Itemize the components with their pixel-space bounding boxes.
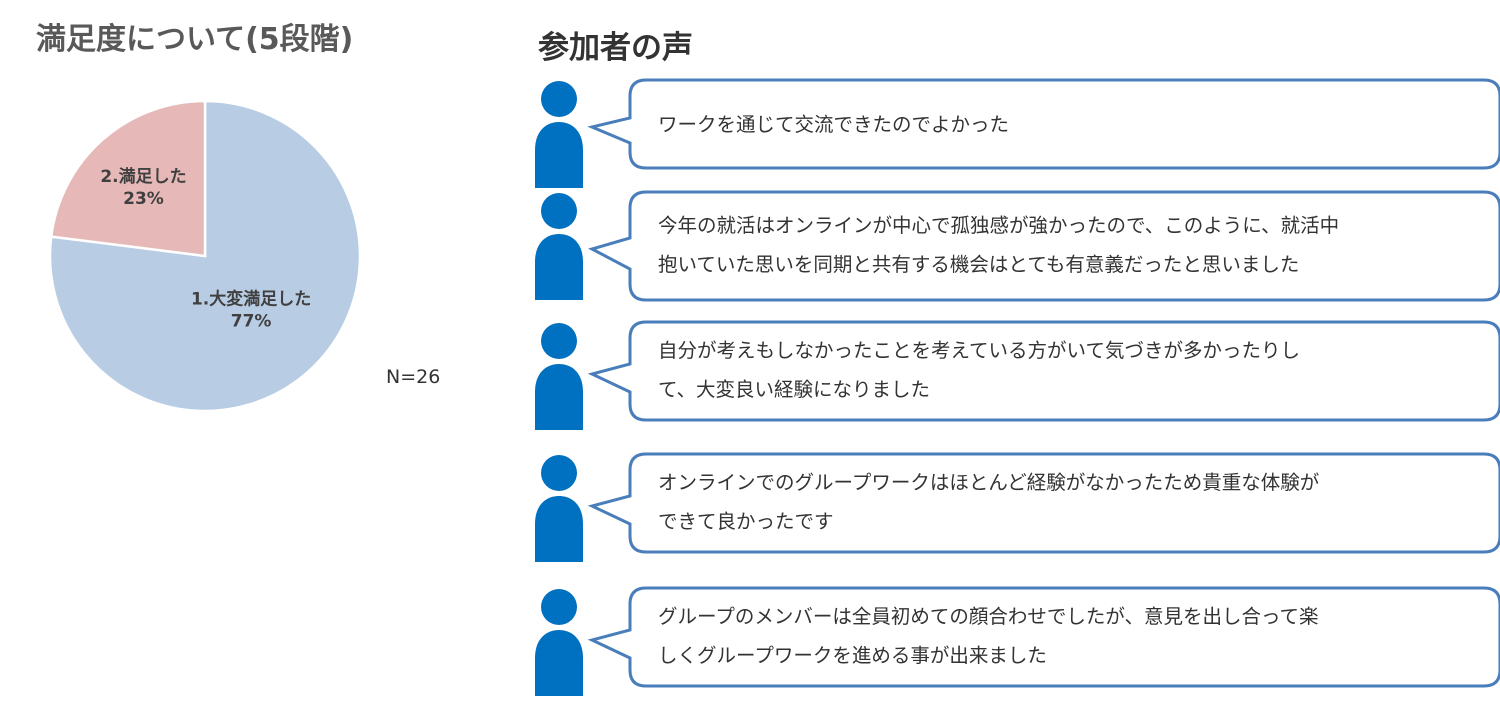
speech-bubble bbox=[587, 320, 1500, 422]
voice-item: 自分が考えもしなかったことを考えている方がいて気づきが多かったりし て、大変良い… bbox=[530, 320, 1500, 440]
voice-item: グループのメンバーは全員初めての顔合わせでしたが、意見を出し合って楽 しくグルー… bbox=[530, 586, 1500, 706]
voice-comment-text: 自分が考えもしなかったことを考えている方がいて気づきが多かったりし て、大変良い… bbox=[658, 339, 1300, 401]
sample-size-note: N=26 bbox=[386, 366, 441, 388]
voice-item: オンラインでのグループワークはほとんど経験がなかったため貴重な体験が できて良か… bbox=[530, 452, 1500, 572]
speech-bubble bbox=[587, 78, 1500, 170]
speech-bubble bbox=[587, 586, 1500, 688]
voice-item: ワークを通じて交流できたのでよかった bbox=[530, 78, 1500, 198]
person-icon bbox=[535, 455, 583, 562]
voice-comment-text: 今年の就活はオンラインが中心で孤独感が強かったので、このように、就活中 抱いてい… bbox=[658, 214, 1340, 276]
person-icon bbox=[535, 193, 583, 300]
slice-percent: 77% bbox=[231, 311, 272, 331]
voices-title: 参加者の声 bbox=[538, 30, 693, 66]
voice-comment-text: グループのメンバーは全員初めての顔合わせでしたが、意見を出し合って楽 しくグルー… bbox=[658, 605, 1319, 667]
voice-comment-text: オンラインでのグループワークはほとんど経験がなかったため貴重な体験が できて良か… bbox=[658, 471, 1320, 533]
person-icon bbox=[535, 81, 583, 188]
slice-category: 1.大変満足した bbox=[191, 288, 311, 309]
slice-category: 2.満足した bbox=[100, 166, 186, 187]
speech-bubble bbox=[588, 190, 1500, 302]
person-icon bbox=[535, 589, 583, 696]
pie-slice-2 bbox=[49, 99, 207, 258]
voice-comment-text: ワークを通じて交流できたのでよかった bbox=[658, 113, 1010, 136]
speech-bubble bbox=[587, 452, 1500, 554]
pie-slice-1 bbox=[48, 99, 362, 413]
slice-percent: 23% bbox=[123, 189, 164, 209]
voice-item: 今年の就活はオンラインが中心で孤独感が強かったので、このように、就活中 抱いてい… bbox=[530, 190, 1500, 310]
chart-title: 満足度について(5段階) bbox=[36, 22, 354, 57]
person-icon bbox=[535, 323, 583, 430]
